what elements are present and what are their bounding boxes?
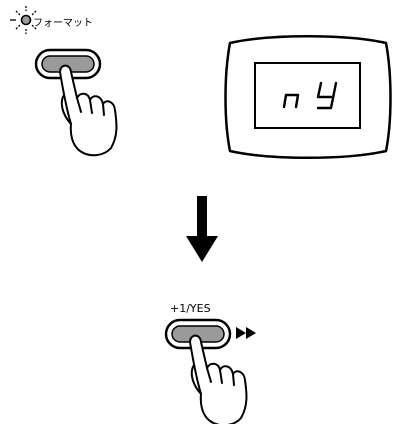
pressing-hand-icon bbox=[189, 334, 248, 427]
fast-forward-icon bbox=[236, 327, 256, 339]
blinking-led-icon bbox=[10, 6, 37, 34]
pressing-hand-icon bbox=[59, 64, 118, 157]
yes-button-label: +1/YES bbox=[170, 302, 211, 315]
display-segments bbox=[282, 81, 338, 110]
down-arrow-icon bbox=[186, 196, 218, 262]
format-button-label: フォーマット bbox=[33, 18, 93, 29]
lcd-display bbox=[224, 35, 392, 159]
